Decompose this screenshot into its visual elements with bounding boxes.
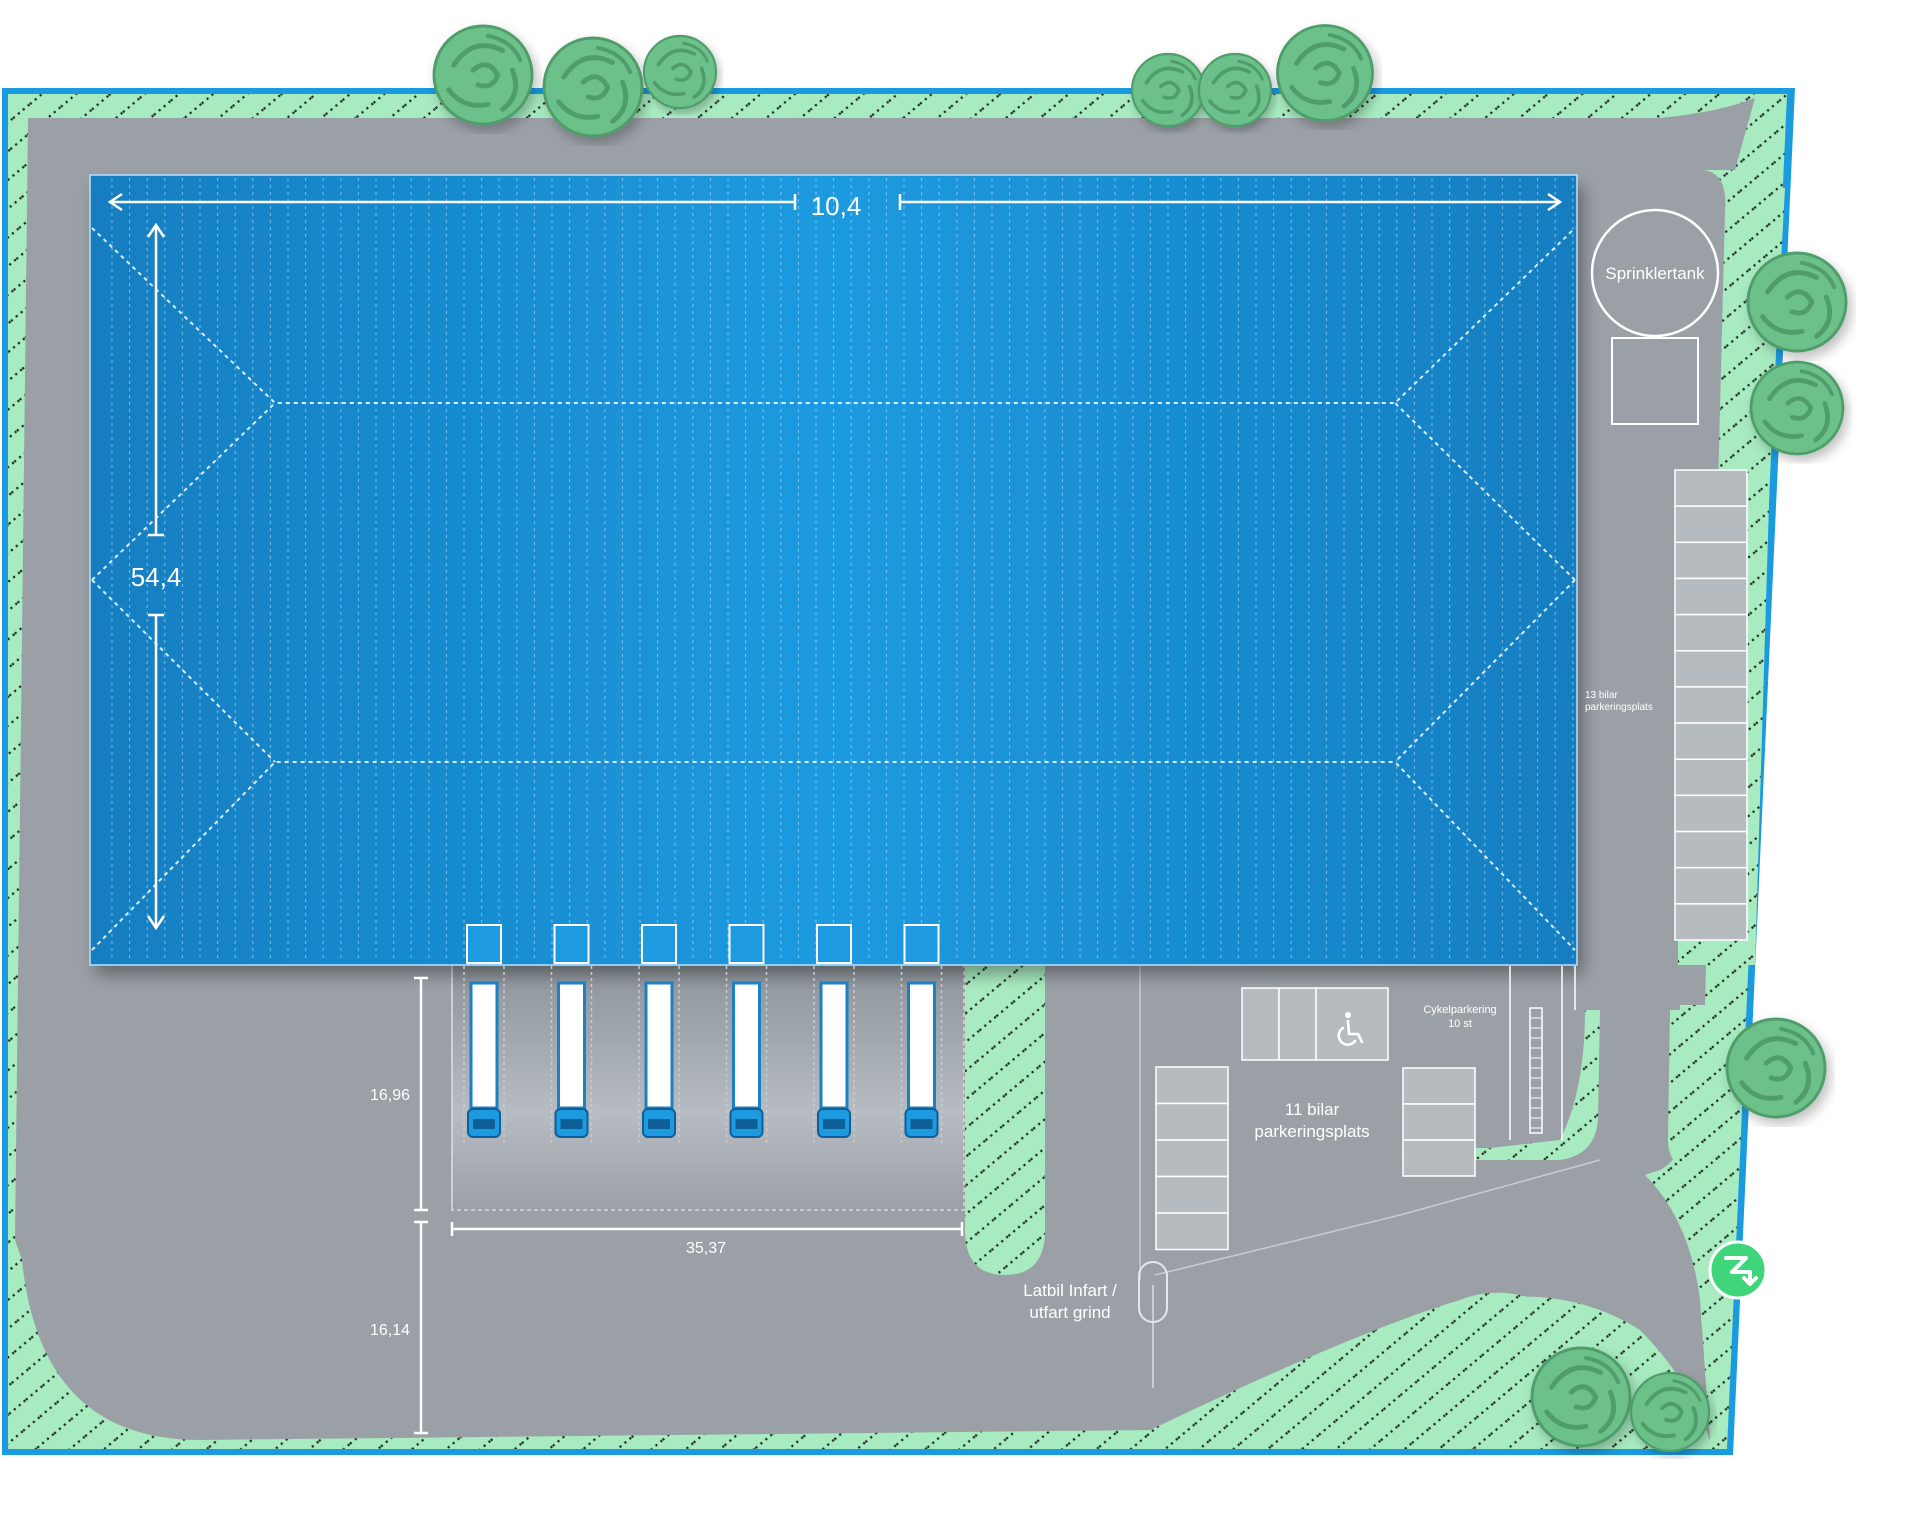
parking-space	[1674, 577, 1748, 616]
grass-island-bike	[1402, 1010, 1600, 1160]
building-height-label: 54,4	[131, 562, 182, 592]
loading-dock	[638, 924, 680, 1145]
tree-icon	[1727, 1019, 1825, 1117]
truck-apron	[452, 965, 964, 1210]
tree-icon	[1278, 25, 1373, 120]
parking-space	[1155, 1066, 1229, 1105]
parking-space	[1155, 1139, 1229, 1178]
parking-space	[1674, 541, 1748, 580]
gate-marker	[1138, 1261, 1168, 1323]
loading-docks	[463, 924, 943, 1145]
truck	[466, 981, 502, 1139]
parking-space	[1674, 686, 1748, 724]
parking-top-row	[1241, 987, 1389, 1061]
parking-space	[1674, 469, 1748, 507]
roof-ridge-lines	[91, 227, 1576, 951]
loading-dock	[463, 924, 505, 1145]
tree-icon	[1748, 253, 1846, 351]
sprinkler-tank	[1590, 208, 1720, 338]
parking-middle-label-2: parkeringsplats	[1254, 1122, 1369, 1141]
parking-space	[1241, 987, 1280, 1061]
truck-area-depth-label: 16,96	[370, 1087, 410, 1104]
bike-rack-slots	[1530, 1017, 1542, 1129]
parking-space	[1315, 987, 1389, 1061]
parking-space	[1402, 1139, 1476, 1177]
gate-label-1: Latbil Infart /	[1023, 1281, 1117, 1300]
parking-space	[1278, 987, 1317, 1061]
pump-house	[1611, 337, 1699, 425]
parking-space	[1155, 1212, 1229, 1251]
parking-space	[1402, 1103, 1476, 1141]
parking-space	[1674, 505, 1748, 544]
parking-right-label-2: parkeringsplats	[1585, 702, 1653, 713]
parking-space	[1674, 794, 1748, 833]
parking-space	[1674, 650, 1748, 688]
gate-label-2: utfart grind	[1029, 1303, 1110, 1322]
parking-space	[1402, 1067, 1476, 1105]
lower-depth-label: 16,14	[370, 1322, 410, 1339]
parking-space	[1674, 758, 1748, 797]
tree-icon	[434, 26, 532, 124]
sprinkler-tank-label: Sprinklertank	[1605, 264, 1705, 283]
parking-space	[1674, 903, 1748, 941]
truck	[729, 981, 764, 1139]
parking-space	[1674, 613, 1748, 652]
building-height-dimension	[146, 222, 166, 931]
bike-parking-label-2: 10 st	[1448, 1018, 1472, 1030]
tree-icon	[642, 34, 718, 110]
building-width-dimension	[107, 192, 1563, 212]
tree-icon	[1130, 52, 1206, 128]
parking-space	[1674, 830, 1748, 869]
truck	[816, 981, 852, 1139]
parking-space	[1674, 722, 1748, 760]
truck	[641, 981, 677, 1139]
tree-icon	[544, 38, 642, 136]
parking-middle-label-1: 11 bilar	[1285, 1100, 1340, 1119]
wheelchair-icon	[1337, 1012, 1364, 1046]
tree-icon	[1532, 1348, 1630, 1446]
roof-panels	[111, 178, 1574, 962]
dock-width-label: 35,37	[686, 1240, 726, 1257]
parking-right	[1674, 469, 1748, 941]
parking-middle-right	[1402, 1067, 1476, 1177]
bike-rack	[1509, 966, 1576, 1140]
building-width-label: 10,4	[811, 191, 862, 221]
parking-space	[1155, 1102, 1229, 1141]
parking-right-label-1: 13 bilar	[1585, 690, 1618, 701]
loading-dock	[813, 924, 855, 1145]
loading-dock	[550, 924, 593, 1145]
loading-dock	[900, 924, 943, 1145]
truck	[904, 981, 939, 1139]
parking-middle-left	[1155, 1066, 1229, 1251]
entrance-arrow-icon	[1708, 1240, 1768, 1300]
parking-space	[1155, 1175, 1229, 1214]
loading-dock	[725, 924, 768, 1145]
bike-parking-label-1: Cykelparkering	[1423, 1004, 1496, 1016]
truck	[554, 981, 589, 1139]
grass-strip-middle	[965, 966, 1045, 1275]
tree-icon	[1629, 1371, 1711, 1453]
tree-icon	[1197, 52, 1273, 128]
grass-block-right	[1668, 1010, 1745, 1172]
dimension-lines-left	[414, 976, 964, 1435]
tree-icon	[1751, 362, 1843, 454]
parking-space	[1674, 866, 1748, 905]
